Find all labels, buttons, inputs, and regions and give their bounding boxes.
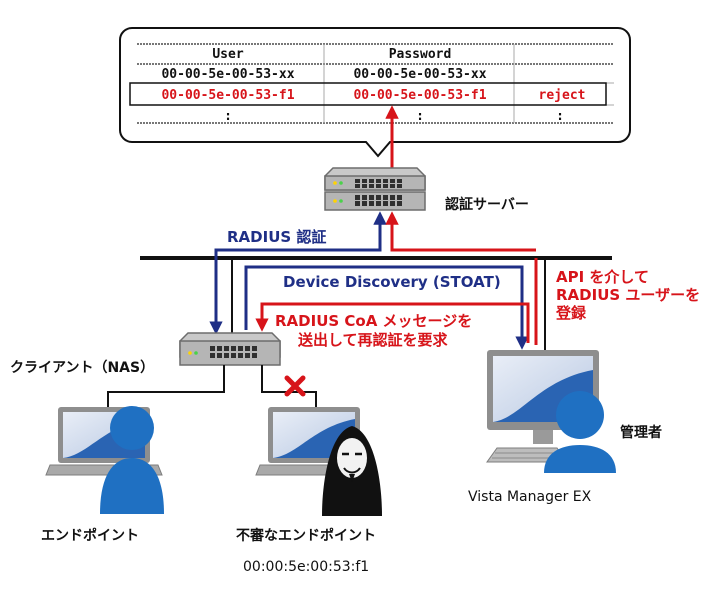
auth-server-label: 認証サーバー [445,196,529,213]
switch-icon [179,332,281,366]
table-row-2-password: 00-00-5e-00-53-f1 [353,88,486,103]
desktop-monitor-icon [486,350,599,463]
highlighted-row-box [129,82,607,106]
radius-coa-label-line2: 送出して再認証を要求 [297,331,449,349]
red-x-icon [284,375,306,397]
table-row-2-user: 00-00-5e-00-53-f1 [161,88,294,103]
api-arrow [385,211,536,252]
vista-label: Vista Manager EX [468,489,592,505]
switch-stack-icon [324,167,426,211]
endpoint-link [107,365,225,407]
header-user: User [212,47,243,62]
device-discovery-label: Device Discovery (STOAT) [283,273,501,291]
masked-hacker-icon [322,426,382,516]
table-row-2-action: reject [539,88,586,103]
auth-table-bubble: User Password 00-00-5e-00-53-xx 00-00-5e… [119,27,631,158]
table-row-3-password: : [416,109,424,124]
api-label-line1: API を介して [556,268,649,286]
person-icon [544,391,616,473]
table-row-3-action: : [556,109,564,124]
header-password: Password [389,47,452,62]
table-row-1-user: 00-00-5e-00-53-xx [161,67,294,82]
radius-auth-arrow [209,211,387,335]
rogue-endpoint-link [261,365,317,407]
radius-coa-arrow [255,302,530,343]
table-row-3-user: : [224,109,232,124]
client-nas-label: クライアント（NAS） [10,360,154,376]
admin-label: 管理者 [620,424,662,441]
radius-coa-label-line1: RADIUS CoA メッセージを [275,312,472,330]
rogue-endpoint-label: 不審なエンドポイント [236,527,376,544]
person-icon [100,406,164,514]
rogue-endpoint-mac: 00:00:5e:00:53:f1 [243,559,369,575]
endpoint-label: エンドポイント [41,527,139,544]
radius-auth-label: RADIUS 認証 [227,228,326,246]
api-label-line3: 登録 [555,304,587,322]
table-row-1-password: 00-00-5e-00-53-xx [353,67,486,82]
api-label-line2: RADIUS ユーザーを [556,286,700,304]
